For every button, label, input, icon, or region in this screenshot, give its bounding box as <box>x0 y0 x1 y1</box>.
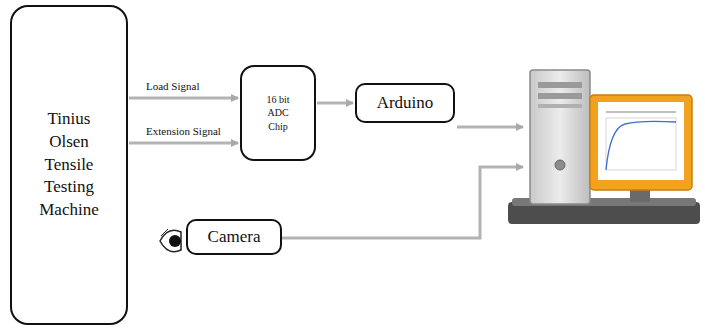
node-label: Camera <box>208 226 261 249</box>
signal-label: Extension Signal <box>146 125 221 137</box>
video-wire <box>282 167 523 238</box>
node-label: Tinius Olsen Tensile Testing Machine <box>29 108 109 223</box>
signal-arrow <box>129 142 238 145</box>
machine-box: Tinius Olsen Tensile Testing Machine <box>10 5 128 325</box>
signal-label: Load Signal <box>146 80 199 92</box>
computer-tower <box>530 70 590 204</box>
node-label: 16 bit ADC Chip <box>259 93 297 134</box>
adc-chip-box: 16 bit ADC Chip <box>240 65 316 161</box>
signal-arrow <box>317 102 353 105</box>
eye-icon <box>160 229 181 252</box>
arduino-box: Arduino <box>355 83 455 123</box>
node-label: Arduino <box>377 92 434 115</box>
data-wire <box>457 126 523 129</box>
signal-arrow <box>129 97 238 100</box>
monitor <box>590 95 692 202</box>
camera-box: Camera <box>186 219 282 255</box>
